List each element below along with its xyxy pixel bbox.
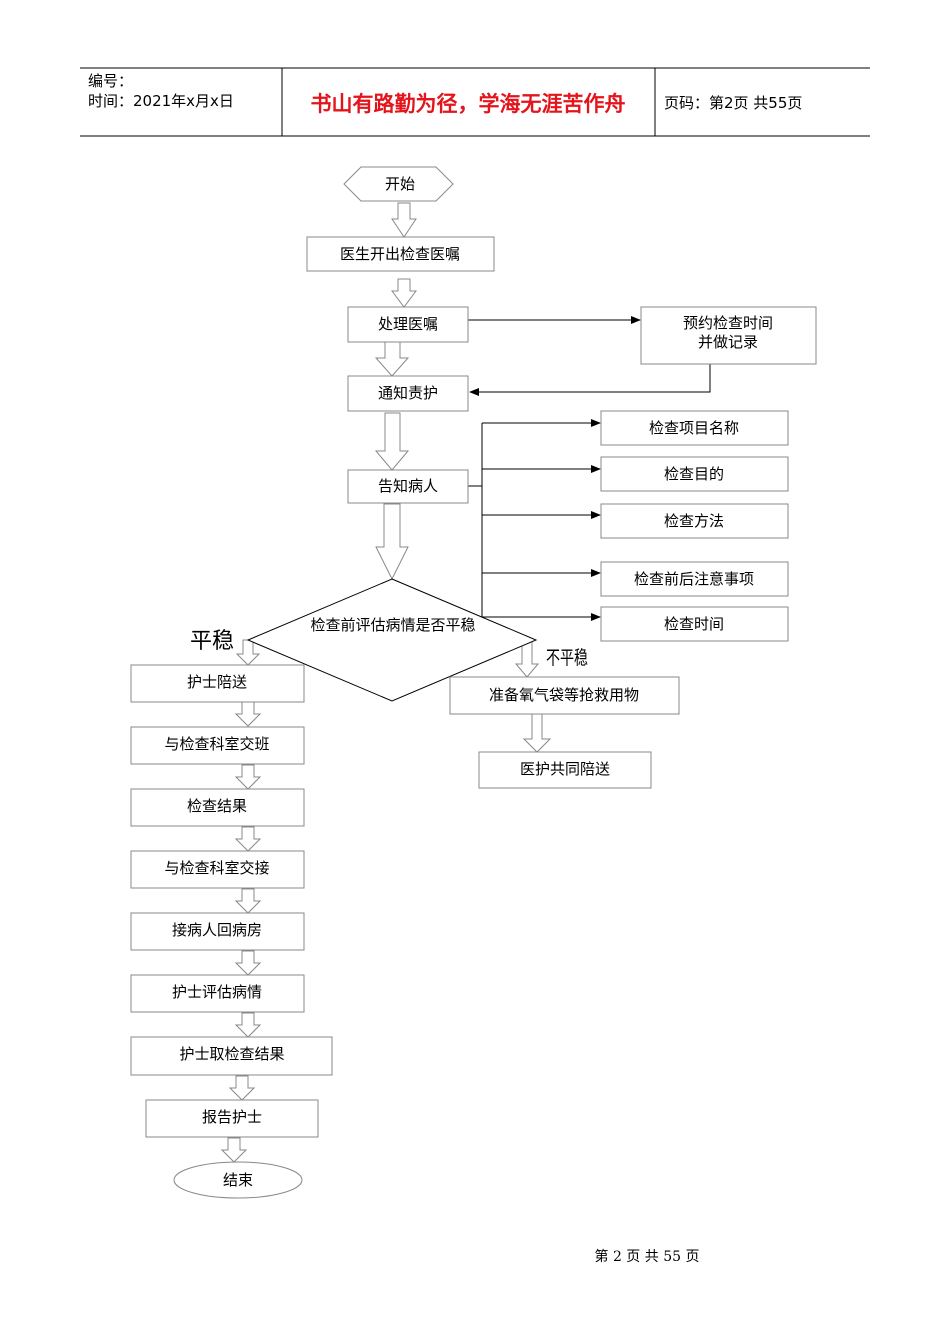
block-arrow <box>234 701 262 727</box>
block-arrow <box>375 503 409 581</box>
unstable-step-node: 准备氧气袋等抢救用物 <box>449 676 680 715</box>
stable-step-label: 与检查科室交接 <box>164 859 269 877</box>
block-arrow <box>234 764 262 790</box>
stable-step-node: 检查结果 <box>130 788 305 827</box>
notify-nurse-node: 通知责护 <box>347 375 469 412</box>
unstable-step-label: 准备氧气袋等抢救用物 <box>489 686 639 704</box>
info-item-node: 检查目的 <box>600 456 789 492</box>
stable-step-label: 与检查科室交班 <box>164 735 269 753</box>
info-item-label: 检查前后注意事项 <box>634 570 754 588</box>
decision-node: 检查前评估病情是否平稳 <box>246 578 538 702</box>
unstable-step-label: 医护共同陪送 <box>520 760 610 778</box>
flow-line-arrows <box>468 316 711 621</box>
block-arrow <box>391 278 417 308</box>
info-item-node: 检查前后注意事项 <box>600 561 789 597</box>
number-label: 编号： <box>88 72 133 90</box>
decision-label: 检查前评估病情是否平稳 <box>310 616 475 634</box>
block-arrow <box>522 713 552 753</box>
notify-nurse-label: 通知责护 <box>378 384 438 402</box>
inform-patient-node: 告知病人 <box>347 469 469 504</box>
stable-step-node: 护士取检查结果 <box>130 1036 333 1076</box>
end-label: 结束 <box>223 1171 253 1189</box>
appointment-label-line1: 预约检查时间 <box>683 314 773 332</box>
start-node: 开始 <box>343 166 454 202</box>
stable-step-node: 护士评估病情 <box>130 974 305 1013</box>
block-arrow <box>234 950 262 976</box>
block-arrow <box>374 412 410 471</box>
appointment-node: 预约检查时间 并做记录 <box>640 306 817 365</box>
stable-step-node: 接病人回病房 <box>130 912 305 951</box>
info-item-node: 检查时间 <box>600 606 789 642</box>
block-arrow <box>234 1012 262 1038</box>
block-arrow <box>374 341 410 377</box>
block-arrow <box>234 888 262 914</box>
block-arrow <box>220 1137 248 1163</box>
process-order-label: 处理医嘱 <box>378 315 438 333</box>
block-arrow <box>391 202 417 238</box>
stable-step-label: 护士评估病情 <box>172 983 262 1001</box>
stable-step-node: 报告护士 <box>145 1099 319 1138</box>
motto-text: 书山有路勤为径，学海无涯苦作舟 <box>311 92 626 116</box>
page-number-label: 页码：第2页 共55页 <box>664 94 802 112</box>
end-node: 结束 <box>173 1161 303 1199</box>
footer-page-number: 第 2 页 共 55 页 <box>595 1248 700 1265</box>
unstable-step-node: 医护共同陪送 <box>478 751 652 789</box>
stable-step-label: 护士取检查结果 <box>179 1045 284 1063</box>
info-item-label: 检查方法 <box>664 512 724 530</box>
unstable-branch-label: 不平稳 <box>546 647 588 669</box>
info-item-node: 检查方法 <box>600 503 789 539</box>
page-header: 编号： 时间：2021年x月x日 书山有路勤为径，学海无涯苦作舟 页码：第2页 … <box>80 67 870 137</box>
time-label: 时间：2021年x月x日 <box>88 92 234 110</box>
info-item-label: 检查项目名称 <box>649 419 739 437</box>
appointment-label-line2: 并做记录 <box>698 333 758 351</box>
flow-block-arrows <box>220 202 552 1163</box>
start-label: 开始 <box>385 175 415 193</box>
stable-step-label: 接病人回病房 <box>172 921 262 939</box>
doctor-order-label: 医生开出检查医嘱 <box>340 245 460 263</box>
stable-step-node: 与检查科室交班 <box>130 726 305 765</box>
connector-appointment-to-notify <box>469 364 711 396</box>
stable-step-node: 与检查科室交接 <box>130 850 305 889</box>
info-item-label: 检查目的 <box>664 465 724 483</box>
block-arrow <box>514 639 540 678</box>
process-order-node: 处理医嘱 <box>347 306 469 343</box>
stable-step-label: 护士陪送 <box>187 673 247 691</box>
doctor-order-node: 医生开出检查医嘱 <box>306 236 495 272</box>
inform-patient-label: 告知病人 <box>378 477 438 495</box>
info-item-node: 检查项目名称 <box>600 410 789 446</box>
block-arrow <box>228 1075 256 1101</box>
block-arrow <box>234 826 262 852</box>
stable-step-label: 报告护士 <box>202 1108 262 1126</box>
stable-branch-label: 平稳 <box>190 629 234 654</box>
stable-step-label: 检查结果 <box>187 797 247 815</box>
info-item-label: 检查时间 <box>664 615 724 633</box>
stable-step-node: 护士陪送 <box>130 664 305 703</box>
